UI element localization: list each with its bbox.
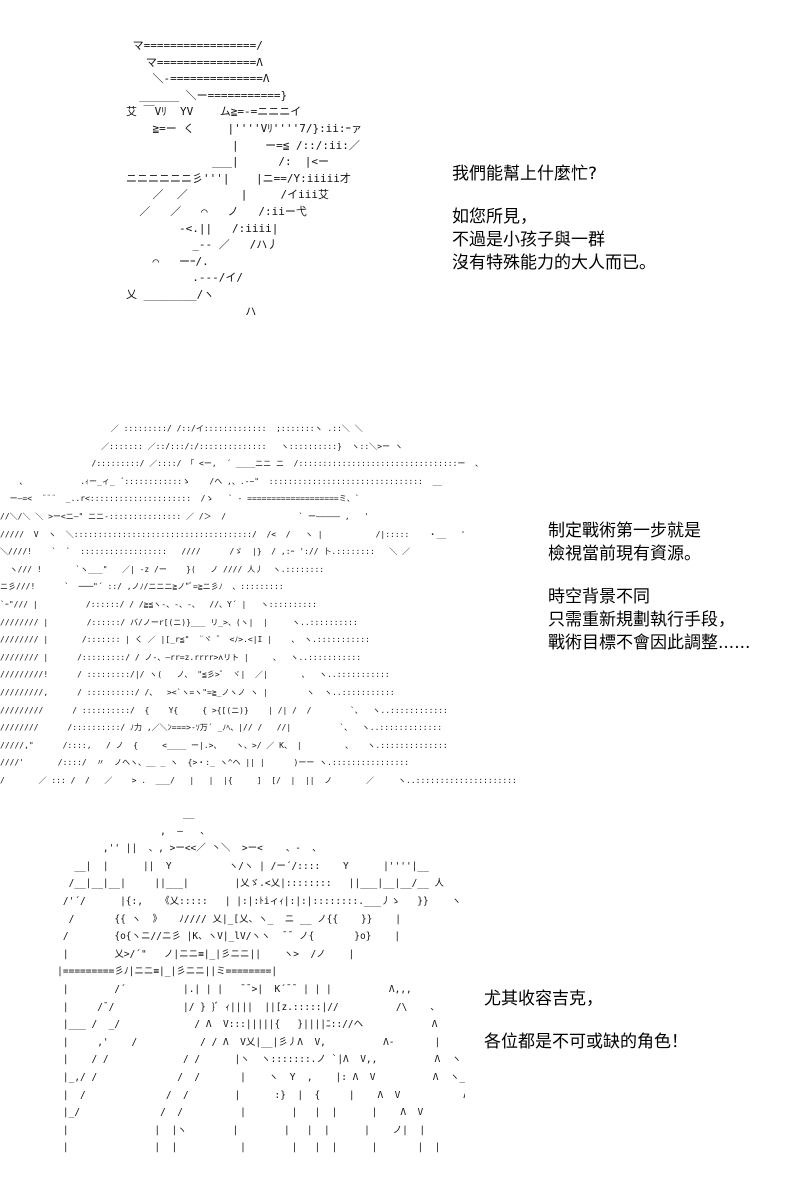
speech-block: 尤其收容吉克， 各位都是不可或缺的角色！ <box>484 988 688 1054</box>
speech-line: 如您所見， <box>452 207 537 227</box>
panel-2: ／ :::::::::/ /::/イ::::::::::::: ;:::::::… <box>0 400 800 790</box>
speech-gap <box>484 1011 688 1031</box>
speech-line: 各位都是不可或缺的角色！ <box>484 1032 688 1052</box>
speech-line: 只需重新規劃執行手段， <box>548 610 735 630</box>
speech-block: 我們能幫上什麼忙? 如您所見， 不過是小孩子與一群 沒有特殊能力的大人而已。 <box>452 163 656 275</box>
speech-gap <box>548 566 750 586</box>
panel-3: __ , ― 、 ,'' || 、, >ー<<／ 丶＼ >ー< 、‐ ､ __|… <box>0 800 800 1200</box>
speech-line: 時空背景不同 <box>548 587 650 607</box>
speech-line: 不過是小孩子與一群 <box>452 230 605 250</box>
speech-line: 沒有特殊能力的大人而已。 <box>452 253 656 273</box>
speech-line: 制定戰術第一步就是 <box>548 521 701 541</box>
speech-gap <box>452 186 656 206</box>
speech-line: 我們能幫上什麼忙? <box>452 164 598 184</box>
speech-line: 戰術目標不會因此調整...... <box>548 633 751 653</box>
speech-block: 制定戰術第一步就是 檢視當前現有資源。 時空背景不同 只需重新規劃執行手段， 戰… <box>548 520 750 655</box>
panel-1: マ=================/ マ===============Λ ＼-… <box>0 0 800 380</box>
ascii-art-building: __ , ― 、 ,'' || 、, >ー<<／ 丶＼ >ー< 、‐ ､ __|… <box>57 808 465 1154</box>
ascii-art-figure: マ=================/ マ===============Λ ＼-… <box>126 39 363 318</box>
ascii-art-scene: ／ :::::::::/ /::/イ::::::::::::: ;:::::::… <box>0 424 517 785</box>
speech-line: 檢視當前現有資源。 <box>548 544 701 564</box>
speech-line: 尤其收容吉克， <box>484 989 603 1009</box>
